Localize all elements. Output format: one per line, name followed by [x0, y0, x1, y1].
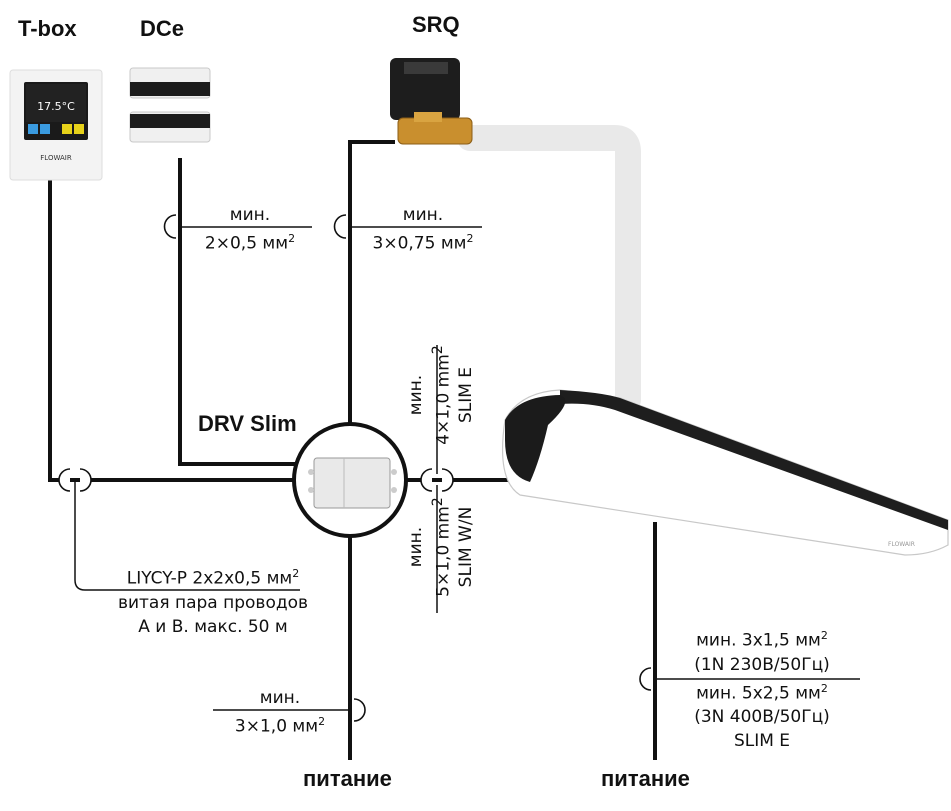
tbox-brand: FLOWAIR	[40, 154, 72, 162]
dce-cable-label: мин. 2×0,5 мм2	[204, 205, 296, 254]
slim-wn-cable-label: мин. 5×1,0 mm2 SLIM W/N	[406, 497, 476, 597]
tbox-title: T-box	[18, 16, 77, 41]
srq-cable	[348, 140, 395, 423]
air-curtain: FLOWAIR	[501, 389, 949, 556]
srq-valve	[390, 58, 473, 145]
svg-text:FLOWAIR: FLOWAIR	[888, 541, 915, 548]
dce-door-contacts	[129, 67, 211, 143]
slim-e-cable-label: мин. 4×1,0 mm2 SLIM E	[406, 345, 476, 445]
srq-cable-label: мин. 3×0,75 мм2	[372, 205, 474, 254]
tbox-display-value: 17.5°C	[37, 100, 75, 113]
dce-cable	[178, 158, 303, 466]
drv-slim-title: DRV Slim	[198, 411, 297, 436]
tbox-minus-button	[62, 124, 72, 134]
bus-cable-label: LIYCY-P 2x2x0,5 мм2 витая пара проводов …	[117, 567, 309, 637]
dce-title: DCe	[140, 16, 185, 41]
cables	[48, 140, 657, 760]
tbox-fan-button	[40, 124, 50, 134]
drv-power-cable-label: мин. 3×1,0 мм2	[234, 688, 326, 737]
drv-slim	[292, 422, 408, 538]
power-label-left: питание	[303, 766, 392, 791]
curtain-power-cable-label: мин. 3x1,5 мм2 (1N 230В/50Гц) мин. 5x2,5…	[694, 629, 830, 752]
power-label-right: питание	[601, 766, 690, 791]
water-pipe	[457, 125, 641, 413]
tbox-mode-button	[28, 124, 38, 134]
tbox-plus-button	[74, 124, 84, 134]
bus-leader	[74, 480, 300, 591]
cable-glands	[58, 214, 652, 722]
label-lines	[180, 226, 860, 711]
srq-title: SRQ	[412, 12, 460, 37]
tbox-cable	[48, 180, 300, 482]
tbox-controller: 17.5°C FLOWAIR	[9, 69, 103, 181]
